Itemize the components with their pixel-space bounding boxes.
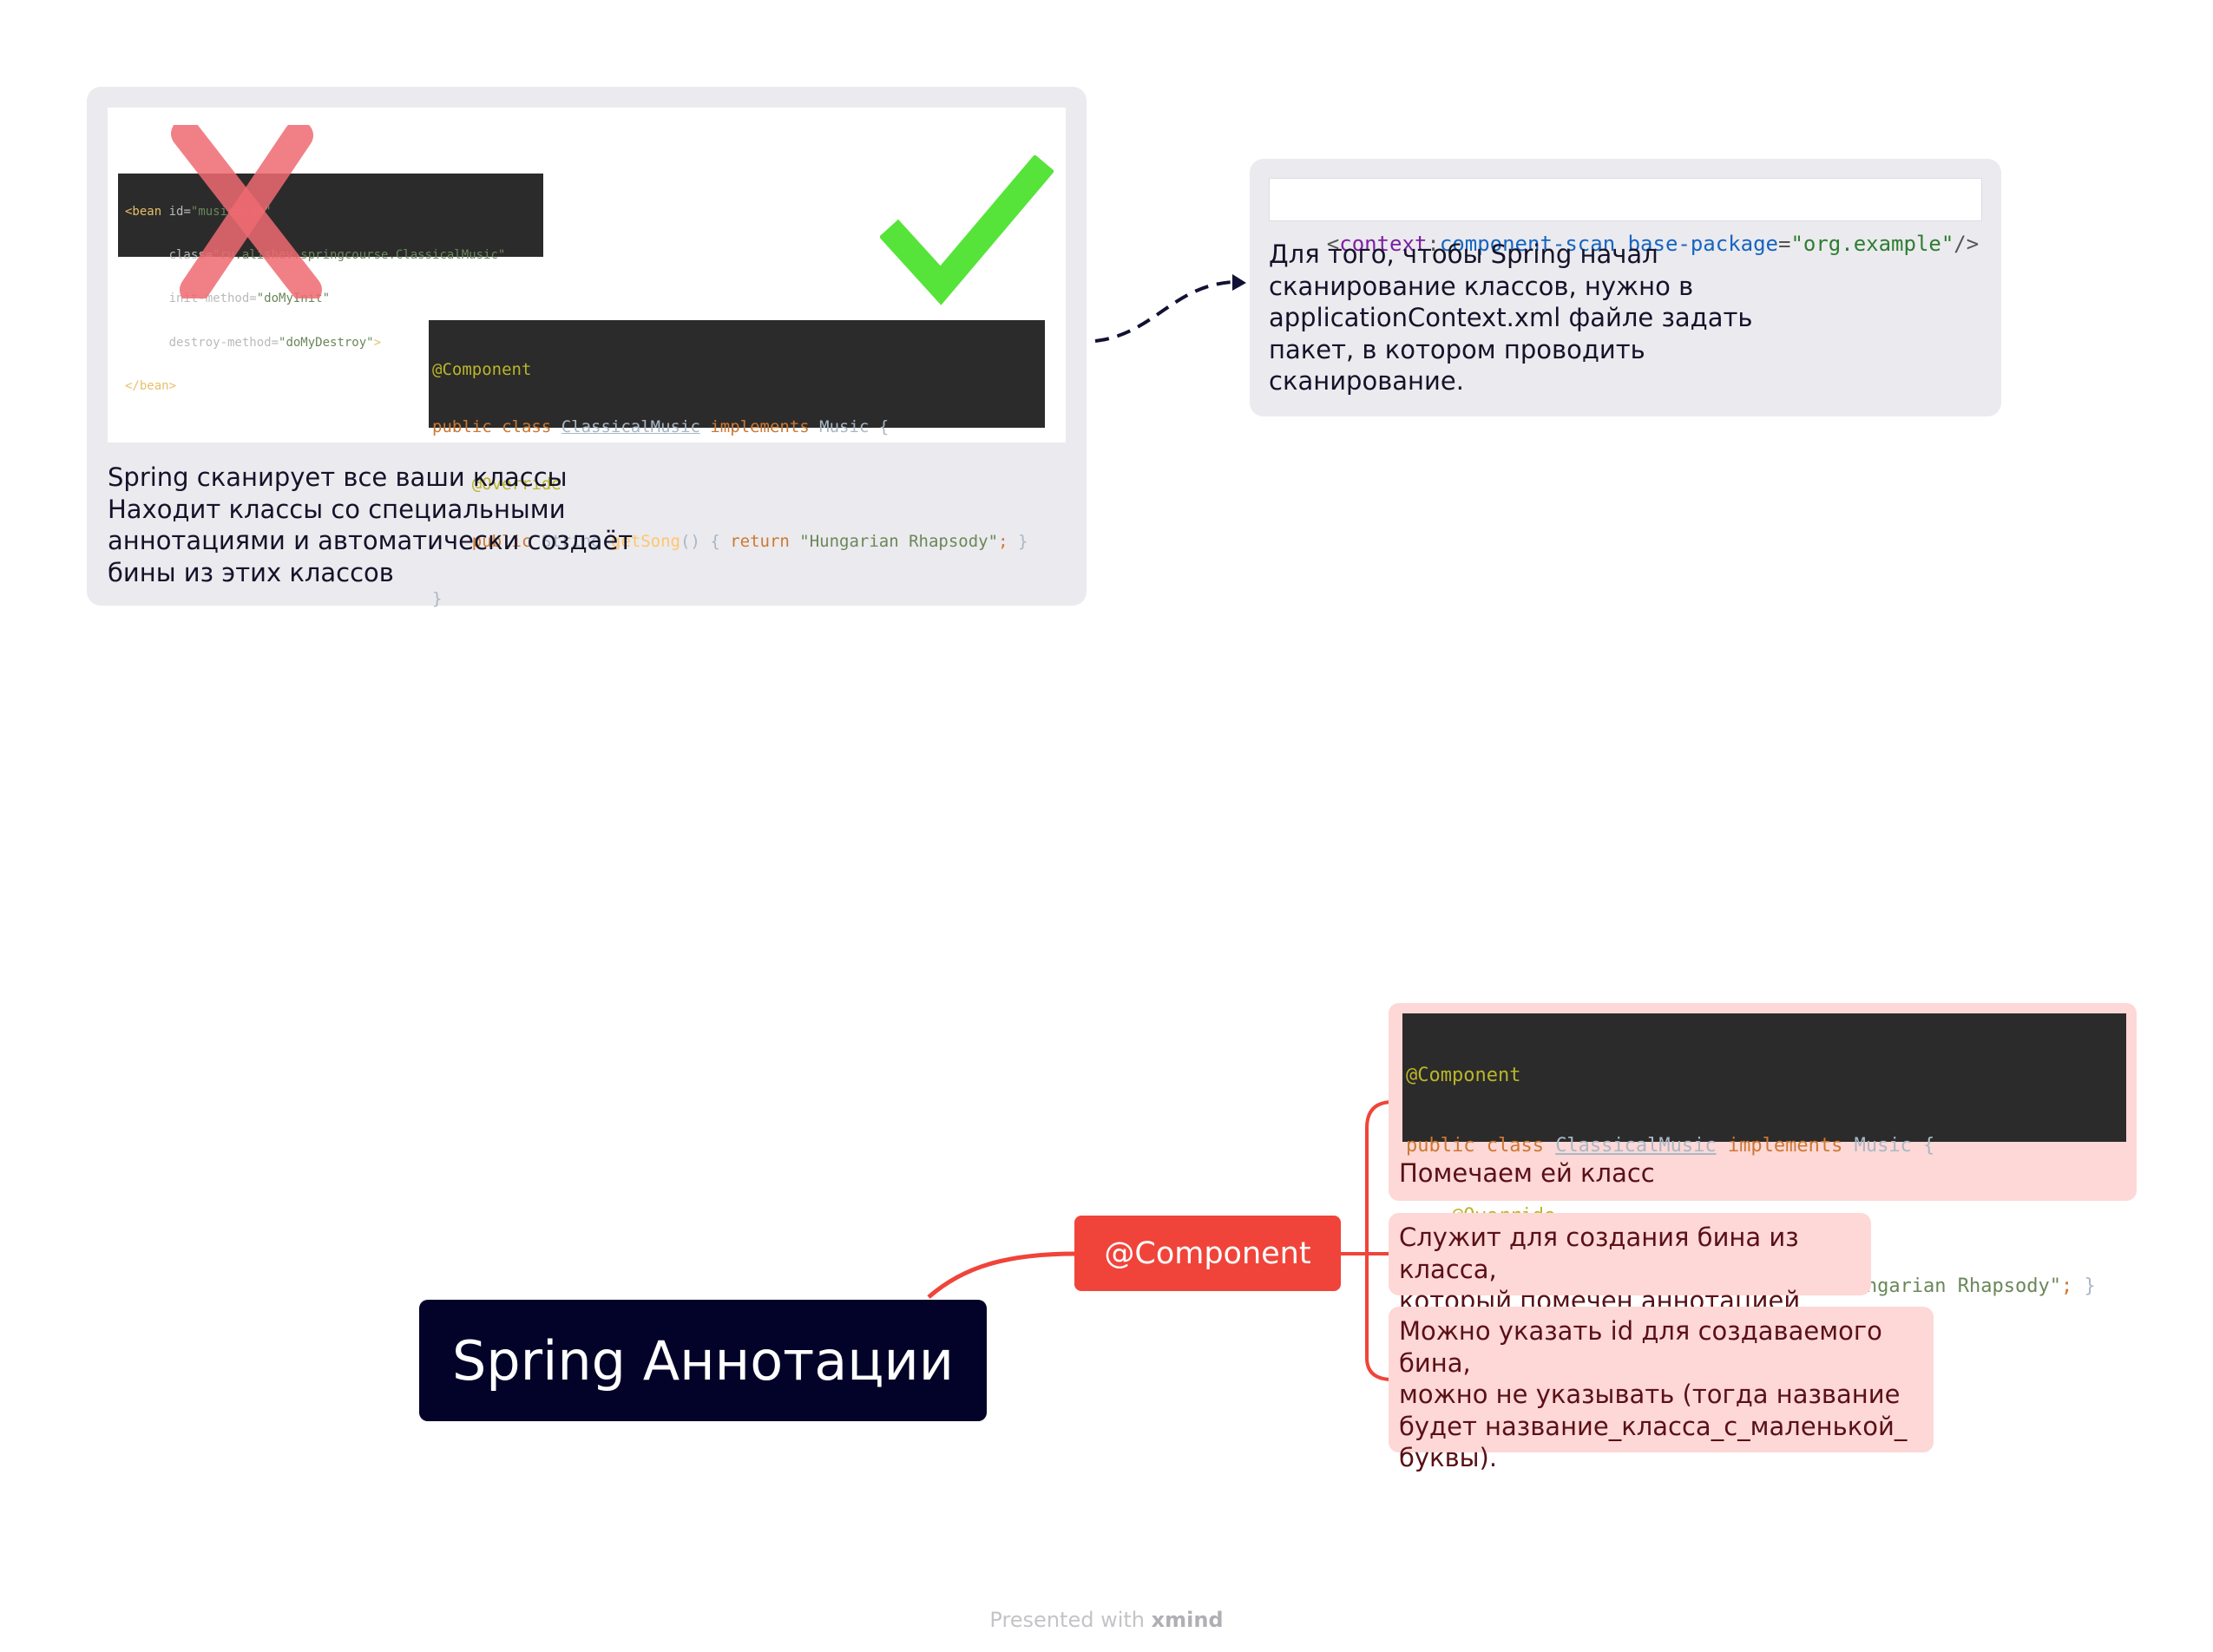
context-note-text: Для того, чтобы Spring начал сканировани…: [1269, 239, 1980, 397]
footer: Presented with xmind: [0, 1608, 2213, 1632]
root-to-branch-line: [927, 1251, 1077, 1299]
branch-to-leaves-line: [1341, 1100, 1394, 1381]
context-note: <context:component-scan base-package="or…: [1250, 159, 2001, 416]
code-line: public class ClassicalMusic implements M…: [432, 417, 890, 436]
leaf-create-bean[interactable]: Служит для создания бина из класса, кото…: [1389, 1213, 1871, 1315]
context-code-box: <context:component-scan base-package="or…: [1269, 178, 1982, 256]
branch-component[interactable]: @Component: [1074, 1216, 1341, 1291]
context-note-line: сканирование классов, нужно в: [1269, 271, 1694, 301]
context-note-line: Для того, чтобы Spring начал: [1269, 239, 1658, 269]
leaf-text: Служит для создания бина из класса, кото…: [1399, 1222, 1868, 1317]
leaf-line: можно не указывать (тогда название: [1399, 1380, 1901, 1409]
context-note-line: сканирование.: [1269, 366, 1464, 396]
dashed-arrow-line: [1094, 280, 1233, 343]
scan-note-text: Spring сканирует все ваши классы Находит…: [108, 462, 802, 588]
code-line: @Override: [471, 475, 561, 494]
code-line: public String getSong() { return "Hungar…: [471, 532, 1028, 551]
xml-line: destroy-method="doMyDestroy">: [168, 335, 382, 350]
java-code-small: @Component public class ClassicalMusic i…: [429, 320, 1045, 608]
cross-icon: [171, 125, 322, 298]
scan-note-line: аннотациями и автоматически создаёт: [108, 526, 634, 555]
leaf-line: будет название_класса_с_маленькой_: [1399, 1411, 1908, 1441]
context-code: <context:component-scan base-package="or…: [1326, 232, 1980, 256]
footer-prefix: Presented with: [989, 1608, 1145, 1632]
footer-brand[interactable]: xmind: [1151, 1608, 1224, 1632]
leaf-line: буквы).: [1399, 1443, 1498, 1472]
scan-note-line: бины из этих классов: [108, 557, 394, 587]
code-line: @Component: [432, 360, 532, 379]
leaf-mark-class[interactable]: @Component public class ClassicalMusic i…: [1389, 1003, 2137, 1367]
branch-label: @Component: [1104, 1236, 1311, 1271]
context-note-line: пакет, в котором проводить: [1269, 334, 1645, 364]
xml-line: </bean>: [125, 379, 177, 394]
leaf-bean-id[interactable]: Можно указать id для создаваемого бина, …: [1389, 1307, 1934, 1472]
code-line: @Component: [1406, 1065, 1521, 1086]
scan-note: <bean id="musicBean" class="ru.alishev.s…: [87, 87, 1087, 608]
context-note-line: applicationContext.xml файле задать: [1269, 303, 1753, 332]
leaf-line: Можно указать id для создаваемого бина,: [1399, 1316, 1882, 1378]
arrow-head: [1232, 274, 1246, 291]
check-icon: [880, 155, 1054, 305]
root-topic[interactable]: Spring Аннотации: [419, 1300, 987, 1421]
code-line: }: [432, 589, 443, 608]
leaf-text: Помечаем ей класс: [1399, 1158, 1655, 1188]
java-code-large: @Component public class ClassicalMusic i…: [1402, 1013, 2126, 1367]
leaf-line: Служит для создания бина из класса,: [1399, 1223, 1799, 1284]
leaf-text: Можно указать id для создаваемого бина, …: [1399, 1315, 1930, 1474]
code-line: public class ClassicalMusic implements M…: [1406, 1135, 1935, 1157]
root-topic-title: Spring Аннотации: [451, 1328, 955, 1393]
scan-note-image: <bean id="musicBean" class="ru.alishev.s…: [108, 108, 1066, 608]
scan-note-line: Spring сканирует все ваши классы: [108, 462, 568, 492]
scan-note-line: Находит классы со специальными: [108, 494, 566, 524]
